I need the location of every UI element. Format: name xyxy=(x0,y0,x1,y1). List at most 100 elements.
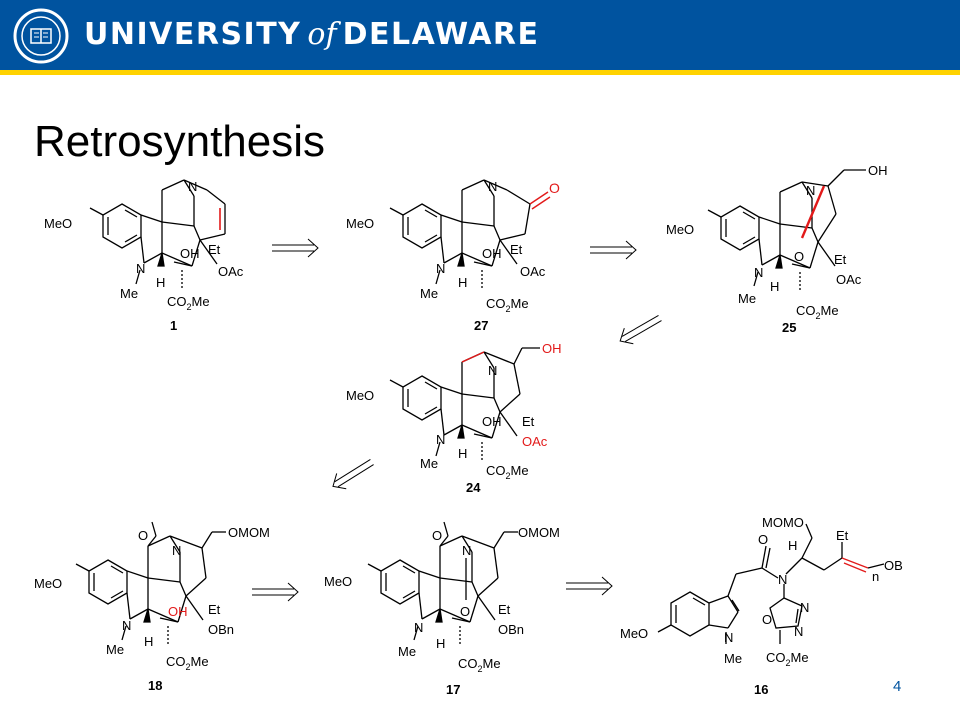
oxadiazole-o-label: O xyxy=(762,612,772,627)
compound-16-labels: MeO N Me O N H MOMO Et OB n N N O CO2Me … xyxy=(620,515,903,697)
amine-n-label: N xyxy=(172,543,181,558)
oh-label: OH xyxy=(482,246,502,261)
amine-n-label: N xyxy=(462,543,471,558)
retro-arrow-2 xyxy=(589,240,637,260)
compound-17: O OMOM MeO N Me H O Et OBn N CO2Me 17 xyxy=(324,521,560,697)
ethyl-label: Et xyxy=(208,602,221,617)
meo-label: MeO xyxy=(346,388,374,403)
n-methyl-label: Me xyxy=(398,644,416,659)
n-methyl-label: Me xyxy=(420,286,438,301)
ester-label: CO2Me xyxy=(796,303,839,321)
compound-16 xyxy=(657,523,885,644)
oh-label: OH xyxy=(482,414,502,429)
obn-label: OBn xyxy=(208,622,234,637)
h-label: H xyxy=(458,446,467,461)
compound-number: 25 xyxy=(782,320,796,335)
omom-label: OMOM xyxy=(228,525,270,540)
indoline-n-label: N xyxy=(414,620,423,635)
compound-1: MeO N Me H OH Et OAc N CO2Me 1 xyxy=(44,179,244,333)
n-methyl-label: Me xyxy=(738,291,756,306)
indoline-n-label: N xyxy=(122,618,131,633)
compound-18: O OMOM MeO N Me H OH Et OBn N CO2Me 18 xyxy=(34,521,270,693)
amide-n-label: N xyxy=(778,572,787,587)
oxadiazole-n2-label: N xyxy=(794,624,803,639)
ester-label: CO2Me xyxy=(167,294,210,312)
oxadiazole-n1-label: N xyxy=(800,600,809,615)
indoline-n-label: N xyxy=(136,261,145,276)
university-seal-icon xyxy=(13,8,69,64)
ethyl-label: Et xyxy=(522,414,535,429)
lactam-o-label: O xyxy=(432,528,442,543)
wordmark-delaware: DELAWARE xyxy=(342,17,540,52)
ob-label: OB xyxy=(884,558,903,573)
oac-label: OAc xyxy=(522,434,548,449)
h-label: H xyxy=(156,275,165,290)
amine-n-label: N xyxy=(806,183,815,198)
meo-label: MeO xyxy=(34,576,62,591)
ether-o-label: O xyxy=(794,249,804,264)
ethyl-label: Et xyxy=(208,242,221,257)
wordmark-university: UNIVERSITY xyxy=(84,17,302,52)
ether-o-label: O xyxy=(460,604,470,619)
h-label: H xyxy=(436,636,445,651)
compound-24: MeO N Me H OH Et OAc N OH CO2Me 24 xyxy=(346,341,562,495)
retro-arrow-3 xyxy=(615,309,665,350)
h-label: H xyxy=(788,538,797,553)
ethyl-label: Et xyxy=(498,602,511,617)
amine-n-label: N xyxy=(488,179,497,194)
oac-label: OAc xyxy=(836,272,862,287)
oh-label: OH xyxy=(180,246,200,261)
n-methyl-label: Me xyxy=(120,286,138,301)
meo-label: MeO xyxy=(346,216,374,231)
oh-red-label: OH xyxy=(542,341,562,356)
retro-arrow-5 xyxy=(251,582,299,602)
ester-label: CO2Me xyxy=(766,650,809,668)
oac-label: OAc xyxy=(520,264,546,279)
compound-number: 17 xyxy=(446,682,460,697)
meo-label: MeO xyxy=(620,626,648,641)
amine-n-label: N xyxy=(488,363,497,378)
compound-number: 18 xyxy=(148,678,162,693)
compound-25: MeO N Me H O Et OAc N OH CO2Me 25 xyxy=(666,163,888,335)
retro-arrow-4 xyxy=(327,453,378,495)
ethyl-label: Et xyxy=(834,252,847,267)
ethyl-label: Et xyxy=(510,242,523,257)
ester-label: CO2Me xyxy=(486,463,529,481)
ester-label: CO2Me xyxy=(486,296,529,314)
amide-o-label: O xyxy=(758,532,768,547)
n-methyl-label: Me xyxy=(420,456,438,471)
indoline-n-label: N xyxy=(436,432,445,447)
meo-label: MeO xyxy=(44,216,72,231)
ethyl-label: Et xyxy=(836,528,849,543)
retro-arrow-1 xyxy=(271,238,319,258)
obn-label: OBn xyxy=(498,622,524,637)
compound-number: 1 xyxy=(170,318,177,333)
omom-label: OMOM xyxy=(518,525,560,540)
meo-label: MeO xyxy=(666,222,694,237)
ketone-o-label: O xyxy=(549,180,560,196)
momo-label: MOMO xyxy=(762,515,804,530)
n-methyl-label: Me xyxy=(724,651,742,666)
slide-title: Retrosynthesis xyxy=(34,117,326,166)
wordmark-of: of xyxy=(307,17,337,52)
h-label: H xyxy=(458,275,467,290)
indoline-n-label: N xyxy=(754,265,763,280)
ester-label: CO2Me xyxy=(458,656,501,674)
amine-n-label: N xyxy=(188,179,197,194)
header-bar xyxy=(0,0,960,70)
compound-number: 27 xyxy=(474,318,488,333)
indole-n-label: N xyxy=(724,630,733,645)
header-accent-stripe xyxy=(0,70,960,75)
oh-red-label: OH xyxy=(168,604,188,619)
ester-label: CO2Me xyxy=(166,654,209,672)
meo-label: MeO xyxy=(324,574,352,589)
h-label: H xyxy=(770,279,779,294)
compound-number: 24 xyxy=(466,480,481,495)
ob-n-label: n xyxy=(872,569,879,584)
lactam-o-label: O xyxy=(138,528,148,543)
h-label: H xyxy=(144,634,153,649)
compound-number: 16 xyxy=(754,682,768,697)
oac-label: OAc xyxy=(218,264,244,279)
page-number: 4 xyxy=(893,678,902,695)
